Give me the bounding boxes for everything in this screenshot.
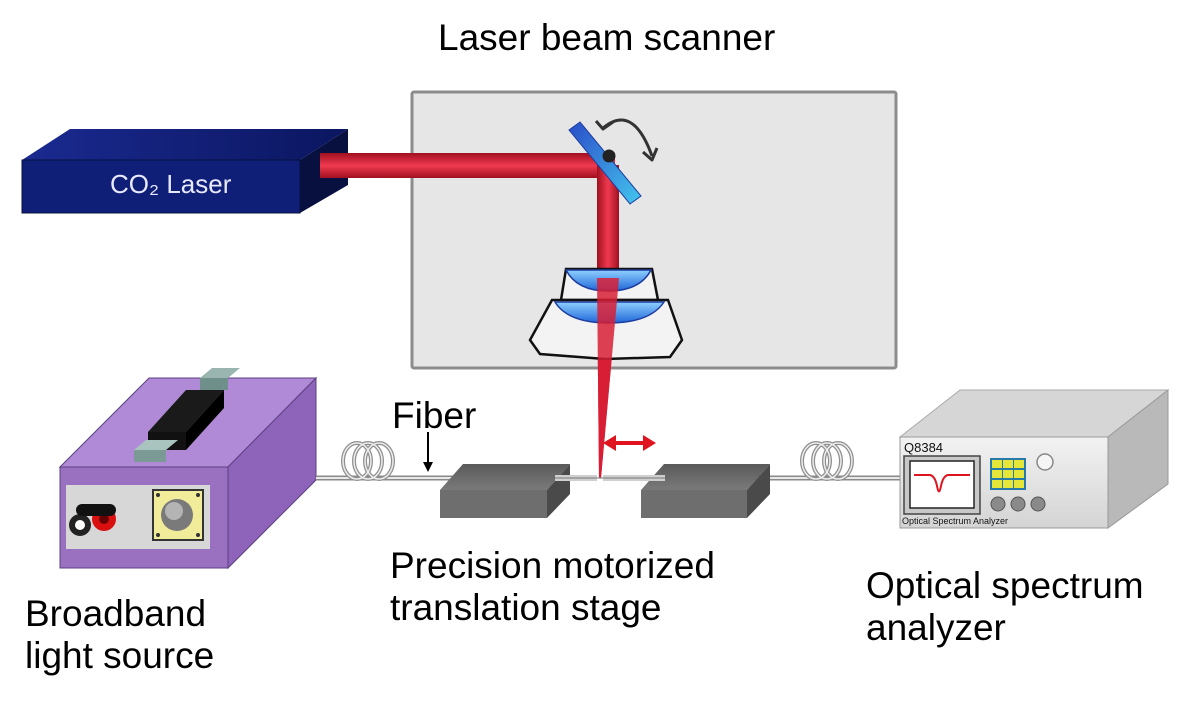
laser-beam-horizontal	[320, 153, 615, 178]
osa-label: Optical spectrum analyzer	[866, 565, 1144, 649]
curved-double-arrow-icon	[594, 118, 659, 162]
laser-beam-vertical	[597, 165, 619, 278]
dial-icon	[990, 453, 1054, 512]
optical-spectrum-analyzer: Q8384 Optical Spectrum Analyzer	[898, 388, 1170, 529]
keypad-icon	[990, 458, 1026, 490]
scanning-mirror	[568, 121, 642, 205]
fiber-coil-left	[341, 441, 395, 481]
fiber-coil-right	[800, 441, 854, 481]
osa-label-line2: analyzer	[866, 607, 1006, 648]
stage-label: Precision motorized translation stage	[390, 545, 715, 629]
stage-label-line1: Precision motorized	[390, 545, 715, 586]
stage-label-line2: translation stage	[390, 587, 662, 628]
co2-laser-label: CO₂ Laser	[110, 169, 232, 199]
fiber-label: Fiber	[392, 395, 477, 436]
down-arrow-icon	[423, 432, 433, 472]
light-source-label-line1: Broadband	[25, 593, 207, 634]
horizontal-double-arrow-icon	[603, 435, 656, 451]
focusing-lens	[528, 267, 684, 478]
co2-laser: CO₂ Laser	[21, 129, 350, 214]
osa-label-line1: Optical spectrum	[866, 565, 1144, 606]
osa-model-label: Q8384	[904, 440, 943, 455]
power-button-icon	[152, 489, 204, 541]
broadband-light-source	[58, 368, 318, 570]
light-source-label: Broadband light source	[25, 593, 214, 677]
translation-stage	[440, 464, 770, 518]
osa-screen	[903, 455, 981, 515]
connector-icon	[69, 504, 116, 536]
scanner-label: Laser beam scanner	[438, 17, 776, 58]
light-source-label-line2: light source	[25, 635, 215, 676]
osa-panel-label: Optical Spectrum Analyzer	[902, 516, 1008, 526]
